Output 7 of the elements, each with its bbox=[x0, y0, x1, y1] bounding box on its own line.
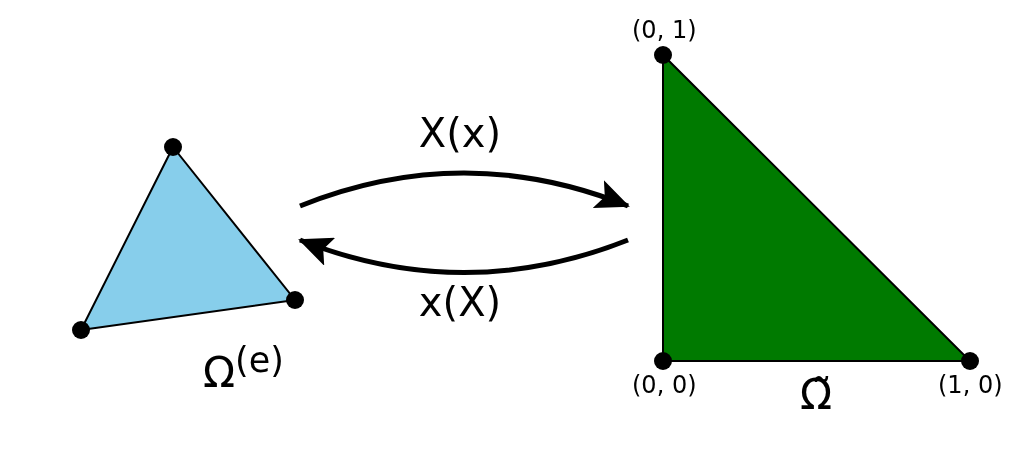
curved-arrow bbox=[298, 236, 629, 275]
coordinate-label: (0, 0) bbox=[632, 373, 697, 397]
domain-symbol: Ω$^{(e)}$ bbox=[203, 343, 284, 394]
curved-arrow bbox=[299, 170, 630, 209]
domain-symbol: Ω̃ bbox=[800, 374, 833, 416]
coordinate-label: (1, 0) bbox=[938, 373, 1003, 397]
coordinate-label: (0, 1) bbox=[632, 18, 697, 42]
